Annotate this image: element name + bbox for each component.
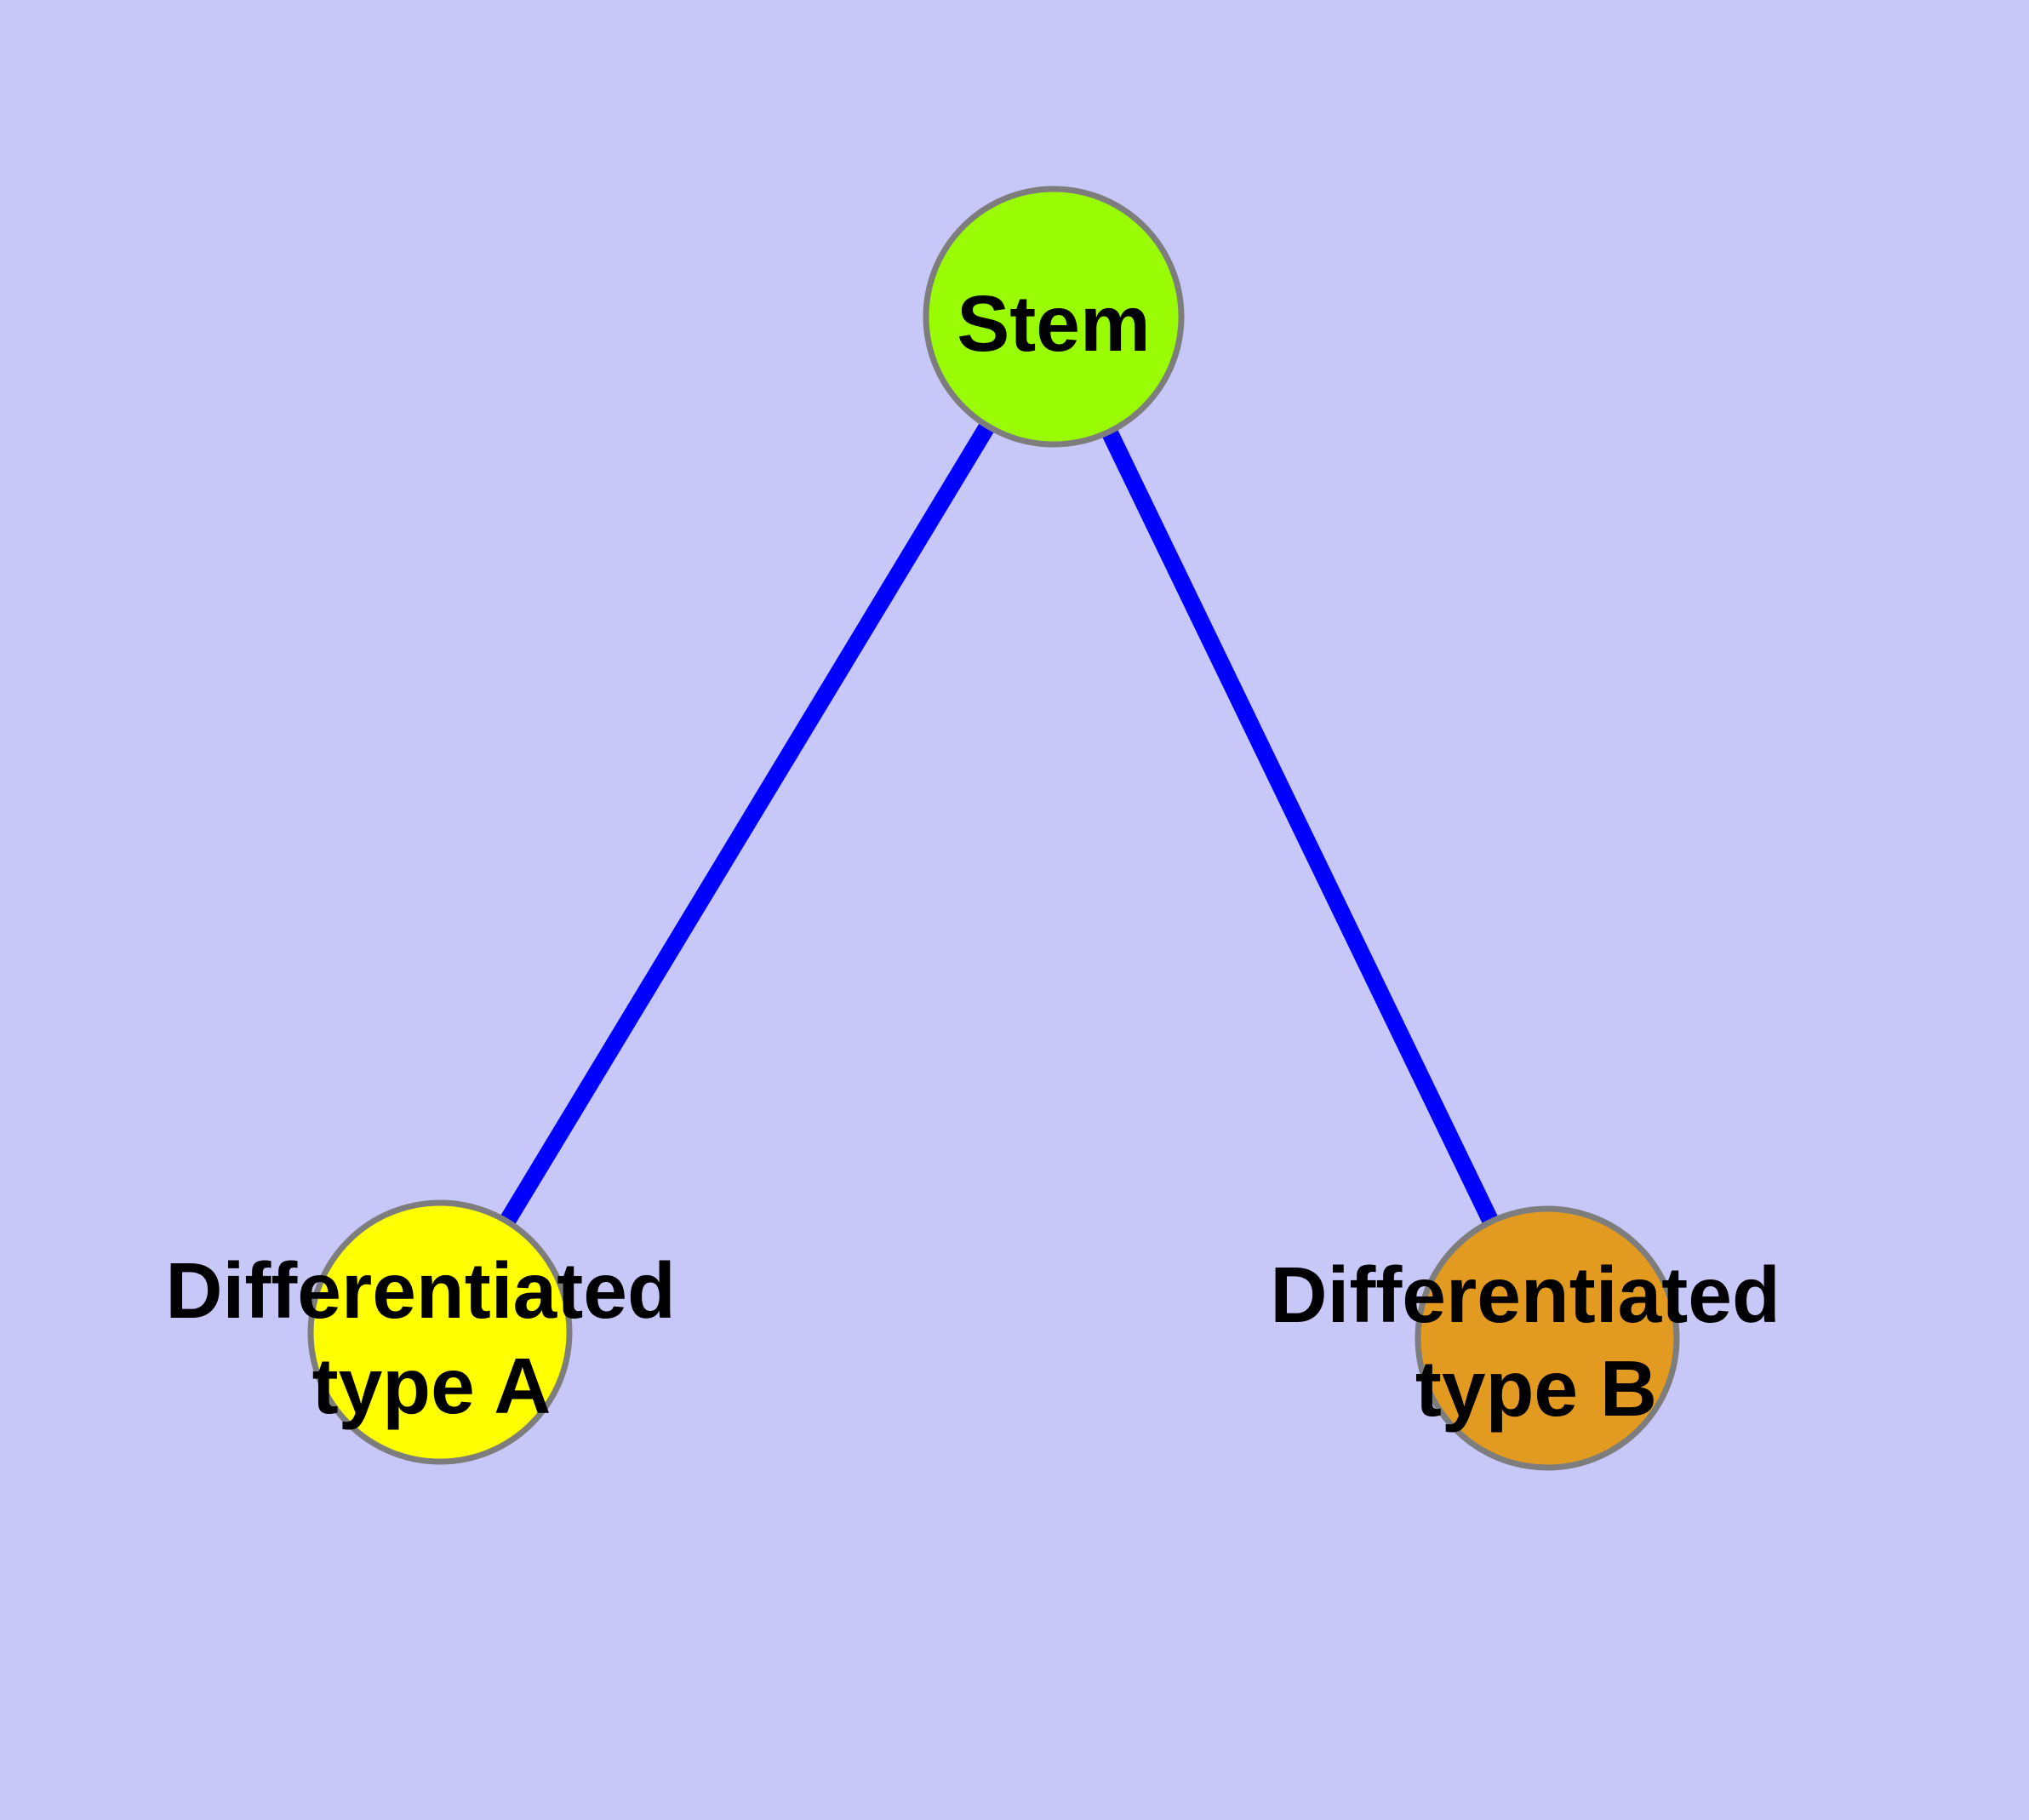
node-differentiated-type-b-label: Differentiated type B xyxy=(1270,1251,1802,1433)
node-differentiated-type-a-label-line-2: type A xyxy=(312,1342,552,1430)
node-differentiated-type-b-label-line-2: type B xyxy=(1415,1344,1657,1433)
node-differentiated-type-a-label: Differentiated type A xyxy=(165,1246,697,1430)
node-stem xyxy=(923,186,1185,448)
node-stem-label: Stem xyxy=(957,279,1150,368)
node-differentiated-type-b xyxy=(1415,1205,1680,1471)
node-differentiated-type-b-label-line-1: Differentiated xyxy=(1270,1251,1780,1339)
node-differentiated-type-a xyxy=(307,1199,573,1465)
node-differentiated-type-a-label-line-1: Differentiated xyxy=(165,1246,675,1335)
edge-stem-to-type-b xyxy=(1045,312,1556,1342)
edge-stem-to-type-a xyxy=(432,312,1061,1337)
